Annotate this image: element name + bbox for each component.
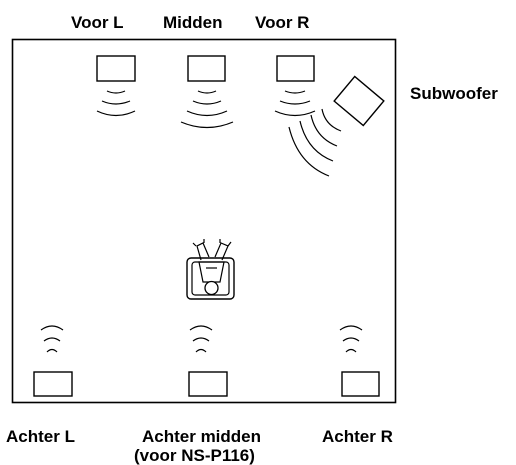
label-center: Midden <box>163 13 223 32</box>
front-left-speaker <box>96 55 136 117</box>
label-rear-center-model: (voor NS-P116) <box>134 446 255 465</box>
front-right-speaker <box>274 55 316 117</box>
rear-left-speaker <box>33 325 73 397</box>
listener-in-chair-icon <box>186 239 235 300</box>
center-speaker <box>180 55 234 129</box>
label-rear-left: Achter L <box>6 427 75 446</box>
label-rear-right: Achter R <box>322 427 393 446</box>
rear-right-speaker <box>339 325 380 397</box>
room-outline <box>11 38 397 404</box>
rear-center-speaker <box>188 325 228 397</box>
label-subwoofer: Subwoofer <box>410 84 498 103</box>
label-front-right: Voor R <box>255 13 309 32</box>
subwoofer-speaker <box>288 75 385 177</box>
label-rear-center: Achter midden <box>142 427 261 446</box>
label-front-left: Voor L <box>71 13 124 32</box>
